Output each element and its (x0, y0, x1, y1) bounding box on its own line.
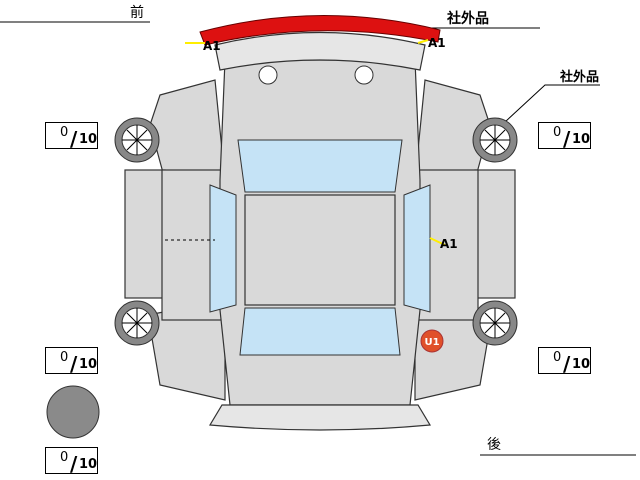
mark-a1-right-door: A1 (440, 237, 458, 251)
front-bumper-damage-highlight (199, 15, 441, 46)
tire-score-spare: 0/10 (45, 447, 98, 476)
aftermarket-label-top: 社外品 (447, 11, 489, 27)
windshield (237, 139, 403, 193)
mark-a1-front-right: A1 (428, 36, 446, 50)
left-headlight (258, 65, 278, 85)
left-windows (209, 184, 237, 313)
aftermarket-label-side: 社外品 (560, 70, 600, 85)
roof (244, 194, 396, 306)
rear-right-wheel-icon (472, 300, 518, 346)
left-rocker (124, 169, 166, 299)
aftermarket-leader-side (504, 84, 600, 123)
tire-score-front-right: 0/10 (538, 122, 591, 151)
rear-left-wheel-icon (114, 300, 160, 346)
front-left-fender (149, 79, 226, 181)
tire-score-rear-right: 0/10 (538, 347, 591, 376)
front-left-wheel-icon (114, 117, 160, 163)
wheels (114, 117, 518, 346)
right-headlight (354, 65, 374, 85)
front-label: 前 (130, 5, 144, 21)
tire-score-rear-left: 0/10 (45, 347, 98, 376)
front-bumper (214, 31, 426, 71)
spare-tire-icon (46, 385, 100, 439)
right-rocker (474, 169, 516, 299)
rear-label: 後 (487, 437, 501, 453)
right-windows (403, 184, 431, 313)
tire-score-front-left: 0/10 (45, 122, 98, 151)
front-right-wheel-icon (472, 117, 518, 163)
u1-badge (420, 329, 444, 353)
rear-bumper (208, 404, 432, 431)
mark-a1-front-left: A1 (203, 39, 221, 53)
rear-window (239, 307, 401, 356)
mark-u1: U1 (424, 337, 439, 348)
